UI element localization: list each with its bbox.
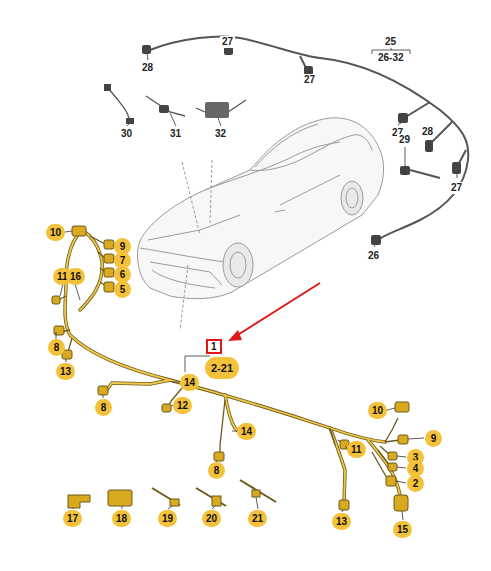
callout-number: 10	[368, 402, 387, 419]
part-number: 29	[397, 134, 412, 146]
callout-text: 4	[413, 464, 419, 474]
callout-text: 9	[120, 242, 126, 252]
front-connectors	[52, 226, 409, 511]
callout-number: 12	[173, 397, 192, 414]
pointer-arrow	[228, 283, 320, 341]
callout-text: 5	[120, 285, 126, 295]
callout-number: 13	[56, 363, 75, 380]
callout-number: 20	[202, 510, 221, 527]
callout-text: 17	[67, 514, 78, 524]
rear-harness	[108, 37, 468, 241]
callout-text: 9	[431, 434, 437, 444]
callout-text: 10	[50, 228, 61, 238]
callout-text: 2	[413, 479, 419, 489]
front-harness	[65, 230, 400, 505]
callout-text: 16	[70, 272, 81, 282]
callout-text: 18	[116, 514, 127, 524]
callout-number: 14	[237, 423, 256, 440]
callout-number: 14	[180, 374, 199, 391]
callout-text: 19	[162, 514, 173, 524]
part-number: 27	[449, 182, 464, 194]
rear-connectors	[104, 45, 461, 245]
car-illustration	[138, 118, 384, 330]
callout-number: 5	[114, 281, 131, 298]
part-number: 26	[366, 250, 381, 262]
callout-text: 12	[177, 401, 188, 411]
highlighted-callout: 1	[206, 339, 222, 354]
part-number: 28	[420, 126, 435, 138]
callout-text: 15	[397, 525, 408, 535]
callout-text: 20	[206, 514, 217, 524]
callout-number: 16	[66, 268, 85, 285]
callout-number: 19	[158, 510, 177, 527]
part-number: 27	[220, 36, 235, 48]
callout-number: 8	[95, 399, 112, 416]
callout-text: 13	[336, 517, 347, 527]
part-number: 27	[302, 74, 317, 86]
callout-text: 8	[54, 343, 60, 353]
callout-text: 7	[120, 256, 126, 266]
callout-number: 9	[425, 430, 442, 447]
callout-number: 2	[407, 475, 424, 492]
callout-number: 18	[112, 510, 131, 527]
front-branches	[58, 236, 400, 480]
callout-text: 2-21	[211, 363, 233, 374]
callout-text: 14	[184, 378, 195, 388]
callout-number: 21	[248, 510, 267, 527]
callout-number: 13	[332, 513, 351, 530]
callout-text: 11	[351, 445, 362, 455]
callout-number: 8	[48, 339, 65, 356]
callout-text: 13	[60, 367, 71, 377]
callout-text: 21	[252, 514, 263, 524]
callout-number: 10	[46, 224, 65, 241]
part-number: 26-32	[376, 52, 406, 64]
part-number: 32	[213, 128, 228, 140]
leader-lines	[56, 46, 457, 520]
callout-text: 10	[372, 406, 383, 416]
part-number: 28	[140, 62, 155, 74]
callout-number: 11	[347, 441, 366, 458]
callout-text: 1	[211, 342, 217, 352]
part-number: 31	[168, 128, 183, 140]
callout-text: 14	[241, 427, 252, 437]
callout-text: 8	[101, 403, 107, 413]
callout-number: 15	[393, 521, 412, 538]
range-callout: 2-21	[205, 357, 239, 379]
part-number: 25	[383, 36, 398, 48]
front-harness-outline	[65, 230, 400, 505]
callout-text: 8	[214, 466, 220, 476]
callout-number: 17	[63, 510, 82, 527]
callout-number: 8	[208, 462, 225, 479]
part-number: 30	[119, 128, 134, 140]
callout-text: 6	[120, 270, 126, 280]
